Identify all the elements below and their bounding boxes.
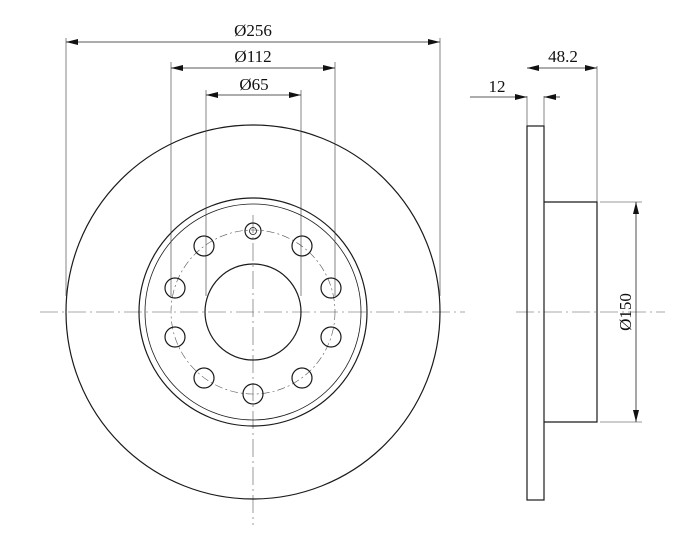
overall-height-label: 48.2: [548, 47, 578, 66]
mounting-diameter-label: Ø112: [234, 47, 271, 66]
bolt-hole: [164, 326, 186, 348]
bolt-holes: [164, 235, 342, 405]
locating-hole-inner: [249, 227, 257, 235]
bolt-hole: [242, 383, 264, 405]
center-bore-label: Ø65: [239, 75, 268, 94]
bolt-hole: [320, 326, 342, 348]
overall-height-dimension: 48.2: [527, 47, 597, 71]
bolt-pitch-circle: [170, 229, 336, 395]
bolt-hole: [193, 367, 215, 389]
side-view: 12 48.2 Ø150: [470, 47, 665, 501]
outer-diameter-dimension: Ø256: [66, 21, 440, 45]
hub-hat-section: [544, 201, 598, 423]
thickness-dimension: 12: [470, 77, 560, 100]
bolt-hole: [164, 277, 186, 299]
disc-plate-section: [526, 125, 545, 501]
outer-diameter-label: Ø256: [234, 21, 272, 40]
hub-diameter-label: Ø150: [616, 293, 635, 331]
center-bore-dimension: Ø65: [206, 75, 301, 98]
locating-hole: [244, 222, 262, 240]
bolt-hole: [193, 235, 215, 257]
mounting-diameter-dimension: Ø112: [171, 47, 335, 71]
front-view: Ø256 Ø112 Ø65: [40, 21, 465, 525]
bolt-hole: [320, 277, 342, 299]
thickness-label: 12: [489, 77, 506, 96]
center-bore-circle: [204, 263, 302, 361]
hub-diameter-dimension: Ø150: [616, 202, 639, 422]
bolt-hole: [291, 367, 313, 389]
hub-outer-circle: [138, 197, 368, 427]
bolt-hole: [291, 235, 313, 257]
outer-disc-circle: [65, 124, 441, 500]
hub-inner-circle: [144, 203, 362, 421]
